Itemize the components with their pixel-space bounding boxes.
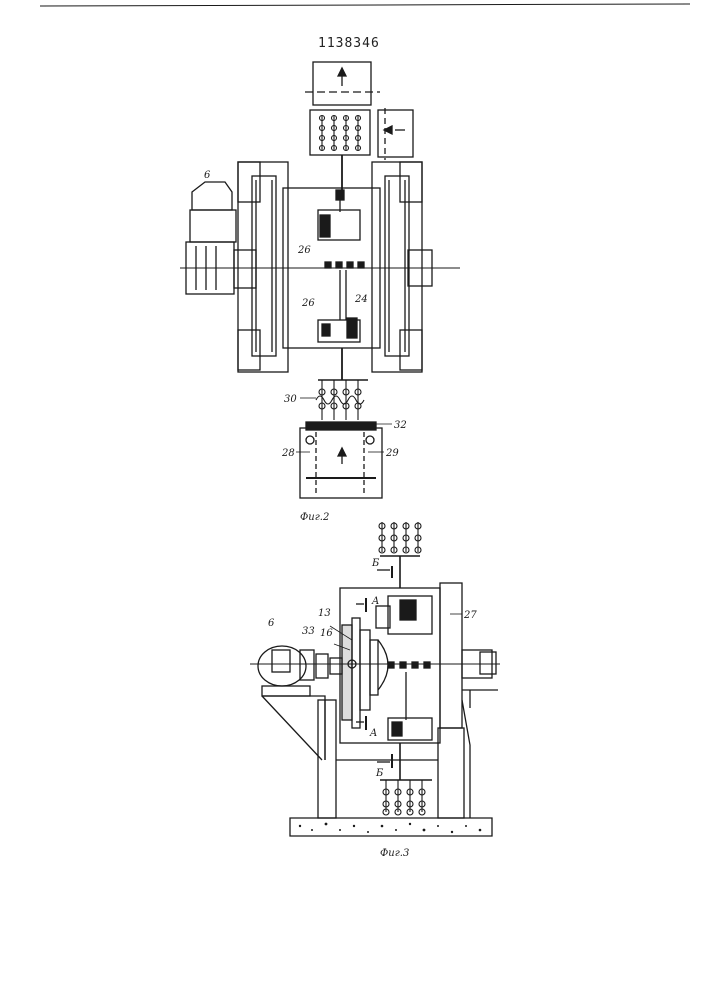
fig3-label-a-bottom: A xyxy=(369,728,377,739)
gear-train xyxy=(342,618,388,728)
figure-3 xyxy=(250,522,500,836)
fig2-label-26b: 26 xyxy=(301,298,315,309)
fig3-label-b-bottom: Б xyxy=(375,768,384,779)
fig3-label-33: 33 xyxy=(302,626,315,637)
fig2-label-6: 6 xyxy=(204,170,211,181)
top-conveyor xyxy=(305,62,380,105)
foundation xyxy=(290,818,492,836)
bottom-lamp-set xyxy=(380,743,432,815)
fig2-caption: Фиг.2 xyxy=(300,512,329,523)
fig2-label-29: 29 xyxy=(385,448,399,459)
motor-6 xyxy=(180,182,460,294)
upper-lamp-pallet xyxy=(310,110,370,155)
fig2-label-32: 32 xyxy=(394,420,407,431)
fig3-main-frame xyxy=(340,583,462,743)
right-bracket xyxy=(462,650,498,708)
fig2-label-26a: 26 xyxy=(297,245,311,256)
lower-conveyor xyxy=(300,422,382,498)
fig3-label-13: 13 xyxy=(318,608,331,619)
fig3-label-6: 6 xyxy=(268,618,275,629)
fig2-label-24: 24 xyxy=(354,294,368,305)
base-frame xyxy=(262,696,470,818)
fig3-label-16: 16 xyxy=(320,628,333,639)
fig3-label-27: 27 xyxy=(463,610,477,621)
top-lamp-set xyxy=(379,522,421,588)
right-frame xyxy=(372,162,432,372)
fig3-label-a-top: A xyxy=(371,596,379,607)
left-frame xyxy=(238,162,288,372)
fig3-caption: Фиг.3 xyxy=(380,848,409,859)
page-border-line xyxy=(40,4,690,6)
fig3-motor-6 xyxy=(258,646,342,696)
fig2-label-30: 30 xyxy=(284,394,297,405)
fig3-label-b-top: Б xyxy=(371,558,380,569)
side-conveyor xyxy=(378,108,413,160)
figure-2 xyxy=(180,62,460,498)
fig2-label-28: 28 xyxy=(281,448,295,459)
lower-lamp-rack xyxy=(316,380,368,420)
